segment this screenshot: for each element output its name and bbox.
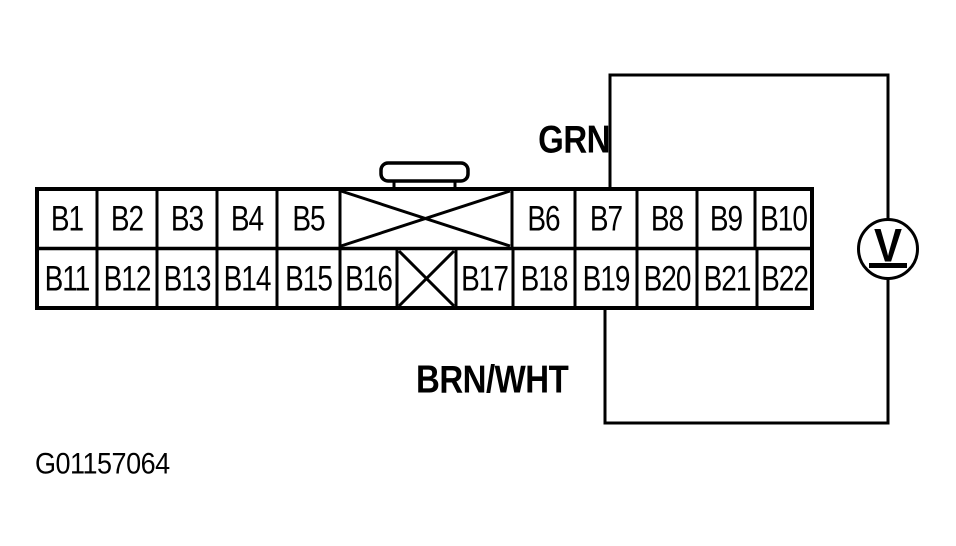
pin-cell-b14: B14: [223, 258, 272, 298]
pin-cell-b17: B17: [461, 258, 509, 298]
pin-cell-b7: B7: [589, 198, 623, 238]
pin-cell-b21: B21: [703, 258, 752, 298]
connector-latch: [379, 161, 470, 189]
blocked-cavity-top-x-icon: [340, 189, 511, 248]
blocked-cavity-bottom-x-icon: [397, 249, 456, 308]
grn-wire: [608, 73, 890, 220]
pin-cell-b12: B12: [103, 258, 152, 298]
pin-cell-b16: B16: [345, 258, 393, 298]
pin-cell-b9: B9: [709, 198, 743, 238]
pin-cell-b5: B5: [292, 198, 325, 238]
pin-cell-b6: B6: [527, 198, 560, 238]
wire-color-label-brn-wht: BRN/WHT: [416, 357, 569, 401]
pin-cell-b2: B2: [110, 198, 144, 238]
pin-cell-b22: B22: [761, 258, 809, 298]
pin-cell-b19: B19: [582, 258, 631, 298]
brn-wht-wire: [603, 279, 890, 425]
wire-color-label-grn: GRN: [538, 117, 610, 161]
pin-cell-b3: B3: [170, 198, 204, 238]
pin-cell-b8: B8: [650, 198, 684, 238]
figure-id-label: G01157064: [35, 447, 170, 480]
pin-cell-b1: B1: [50, 198, 84, 238]
connector-body: [35, 187, 814, 310]
pin-cell-b11: B11: [44, 258, 91, 298]
voltmeter-symbol-letter: V: [873, 218, 902, 272]
pin-cell-b10: B10: [760, 198, 808, 238]
pin-cell-b4: B4: [230, 198, 264, 238]
pin-cell-b15: B15: [285, 258, 333, 298]
pin-cell-b20: B20: [643, 258, 692, 298]
voltmeter-underline: [869, 262, 907, 268]
voltmeter-icon: V: [857, 218, 919, 280]
pin-cell-b13: B13: [163, 258, 212, 298]
pin-cell-b18: B18: [520, 258, 569, 298]
